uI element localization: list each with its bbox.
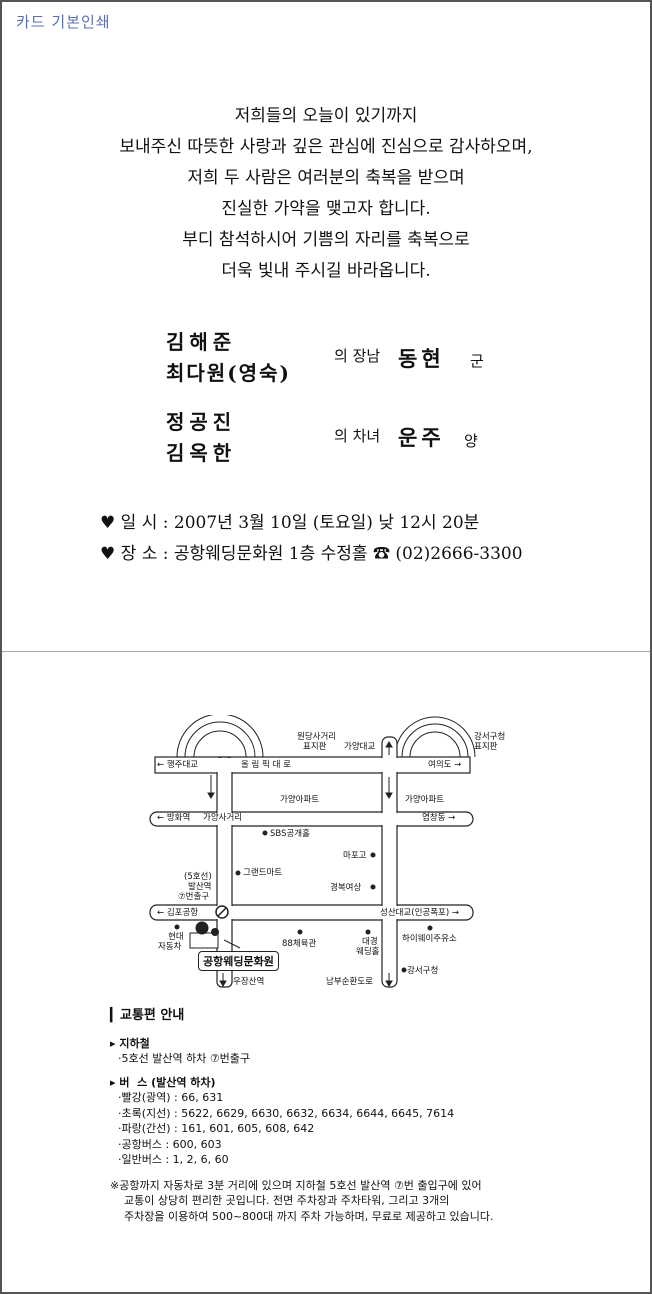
note-line: 교통이 상당히 편리한 곳입니다. 전면 주차장과 주차타워, 그리고 3개의: [124, 1194, 450, 1207]
groom-name: 동현: [398, 346, 445, 371]
heart-icon: ♥: [100, 513, 116, 533]
greeting-text: 저희들의 오늘이 있기까지 보내주신 따뜻한 사랑과 깊은 관심에 진심으로 감…: [0, 101, 652, 287]
map-label: 88체육관: [282, 939, 317, 949]
map-label: 경복여상: [330, 883, 362, 893]
map-label: 우장산역: [233, 977, 265, 987]
map-label: 가양아파트: [405, 795, 445, 805]
subway-station-icon: [215, 905, 229, 919]
greeting-line: 더욱 빛내 주시길 바라옵니다.: [221, 261, 431, 281]
parking-note: ※공항까지 자동차로 3분 거리에 있으며 지하철 5호선 발산역 ⑦번 출입구…: [110, 1178, 494, 1225]
bride-relation: 의 차녀: [334, 427, 381, 445]
greeting-line: 보내주신 따뜻한 사랑과 깊은 관심에 진심으로 감사하오며,: [119, 137, 533, 157]
place-label: 장 소 :: [120, 544, 169, 564]
groom-relation: 의 장남: [334, 347, 381, 365]
map-label: 하이웨이주유소: [402, 934, 457, 944]
map-label: 표지판: [474, 742, 498, 752]
map-label: 올 림 픽 대 로: [241, 760, 291, 770]
map-label: 남부순환도로: [326, 977, 373, 987]
groom-suffix: 군: [470, 352, 484, 370]
note-line: ※공항까지 자동차로 3분 거리에 있으며 지하철 5호선 발산역 ⑦번 출입구…: [110, 1178, 482, 1192]
map-label: ← 방화역: [157, 813, 191, 823]
map-label: 가양아파트: [280, 795, 320, 805]
phone-icon: ☎: [372, 544, 390, 564]
map-label: 대경: [362, 937, 378, 947]
map-label: 여의도 →: [428, 760, 462, 770]
map-label: 원당사거리: [297, 732, 337, 742]
wedding-hall-icon: [189, 921, 241, 949]
map-label: ← 행주대교: [157, 760, 199, 770]
date-row: ♥ 일 시 : 2007년 3월 10일 (토요일) 낮 12시 20분: [100, 508, 479, 533]
map-label: 가양사거리: [203, 813, 243, 823]
map-label: 가양대교: [344, 742, 376, 752]
date-value: 2007년 3월 10일 (토요일) 낮 12시 20분: [173, 513, 480, 533]
subway-title-text: 지하철: [119, 1036, 150, 1050]
bus-item: ·공항버스 : 600, 603: [118, 1137, 222, 1151]
groom-father: 김해준: [166, 330, 237, 354]
map-label: (5호선): [184, 872, 212, 882]
transport-heading: ▎교통편 안내: [110, 1008, 185, 1023]
subway-title: ▸ 지하철: [110, 1036, 150, 1050]
phone-number: (02)2666-3300: [395, 544, 523, 564]
map-label: SBS공개홀: [270, 829, 310, 839]
groom-mother: 최다원(영숙): [166, 361, 291, 385]
note-line: 주차장을 이용하여 500~800대 까지 주차 가능하며, 무료로 제공하고 …: [124, 1209, 494, 1223]
map-label: 자동차: [158, 942, 182, 952]
bride-mother: 김옥한: [166, 441, 237, 465]
bride-suffix: 양: [464, 432, 478, 450]
location-map: 원당사거리 표지판 가양대교 강서구청 표지판 ← 행주대교 올 림 픽 대 로…: [140, 715, 505, 995]
place-value: 공항웨딩문화원 1층 수정홀: [173, 544, 368, 564]
fold-divider: [2, 651, 650, 652]
transport-guide: ▎교통편 안내 ▸ 지하철 ·5호선 발산역 하차 ⑦번출구 ▸ 버 스 (발산…: [110, 1008, 494, 1224]
map-label: 강서구청: [474, 732, 506, 742]
map-roads: [149, 715, 476, 988]
map-label: ⑦번출구: [178, 892, 210, 902]
bride-name: 운주: [398, 425, 445, 450]
map-label: 웨딩홀: [356, 947, 380, 957]
place-row: ♥ 장 소 : 공항웨딩문화원 1층 수정홀 ☎ (02)2666-3300: [100, 539, 523, 564]
wedding-hall-label: 공항웨딩문화원: [198, 951, 279, 971]
map-label: 염창동 →: [422, 813, 456, 823]
bus-item: ·파랑(간선) : 161, 601, 605, 608, 642: [118, 1122, 315, 1135]
bus-item: ·일반버스 : 1, 2, 6, 60: [118, 1153, 229, 1166]
bride-father: 정공진: [166, 410, 237, 434]
heart-icon: ♥: [100, 544, 116, 564]
map-label: 표지판: [303, 742, 327, 752]
ramp-arc: [176, 715, 264, 758]
map-label: ← 김포공항: [157, 908, 199, 918]
bus-title: ▸ 버 스 (발산역 하차): [110, 1075, 216, 1089]
bus-item: ·빨강(광역) : 66, 631: [118, 1091, 224, 1104]
map-label: 강서구청: [407, 966, 439, 976]
map-label: 마포고: [343, 851, 367, 861]
greeting-line: 부디 참석하시어 기쁨의 자리를 축복으로: [182, 230, 470, 250]
transport-heading-text: 교통편 안내: [120, 1008, 185, 1023]
subway-item: ·5호선 발산역 하차 ⑦번출구: [118, 1052, 251, 1065]
date-label: 일 시 :: [120, 513, 169, 533]
map-label: 성산대교(인공폭포) →: [380, 908, 460, 918]
greeting-line: 저희 두 사람은 여러분의 축복을 받으며: [187, 168, 465, 188]
map-label: 현대: [168, 932, 184, 942]
bus-item: ·초록(지선) : 5622, 6629, 6630, 6632, 6634, …: [118, 1106, 455, 1120]
map-label: 발산역: [188, 882, 212, 892]
bus-title-text: 버 스 (발산역 하차): [119, 1075, 216, 1089]
greeting-line: 저희들의 오늘이 있기까지: [234, 106, 418, 126]
greeting-line: 진실한 가약을 맺고자 합니다.: [221, 199, 431, 219]
map-label: 그랜드마트: [243, 868, 283, 878]
card-title: 카드 기본인쇄: [16, 13, 111, 31]
